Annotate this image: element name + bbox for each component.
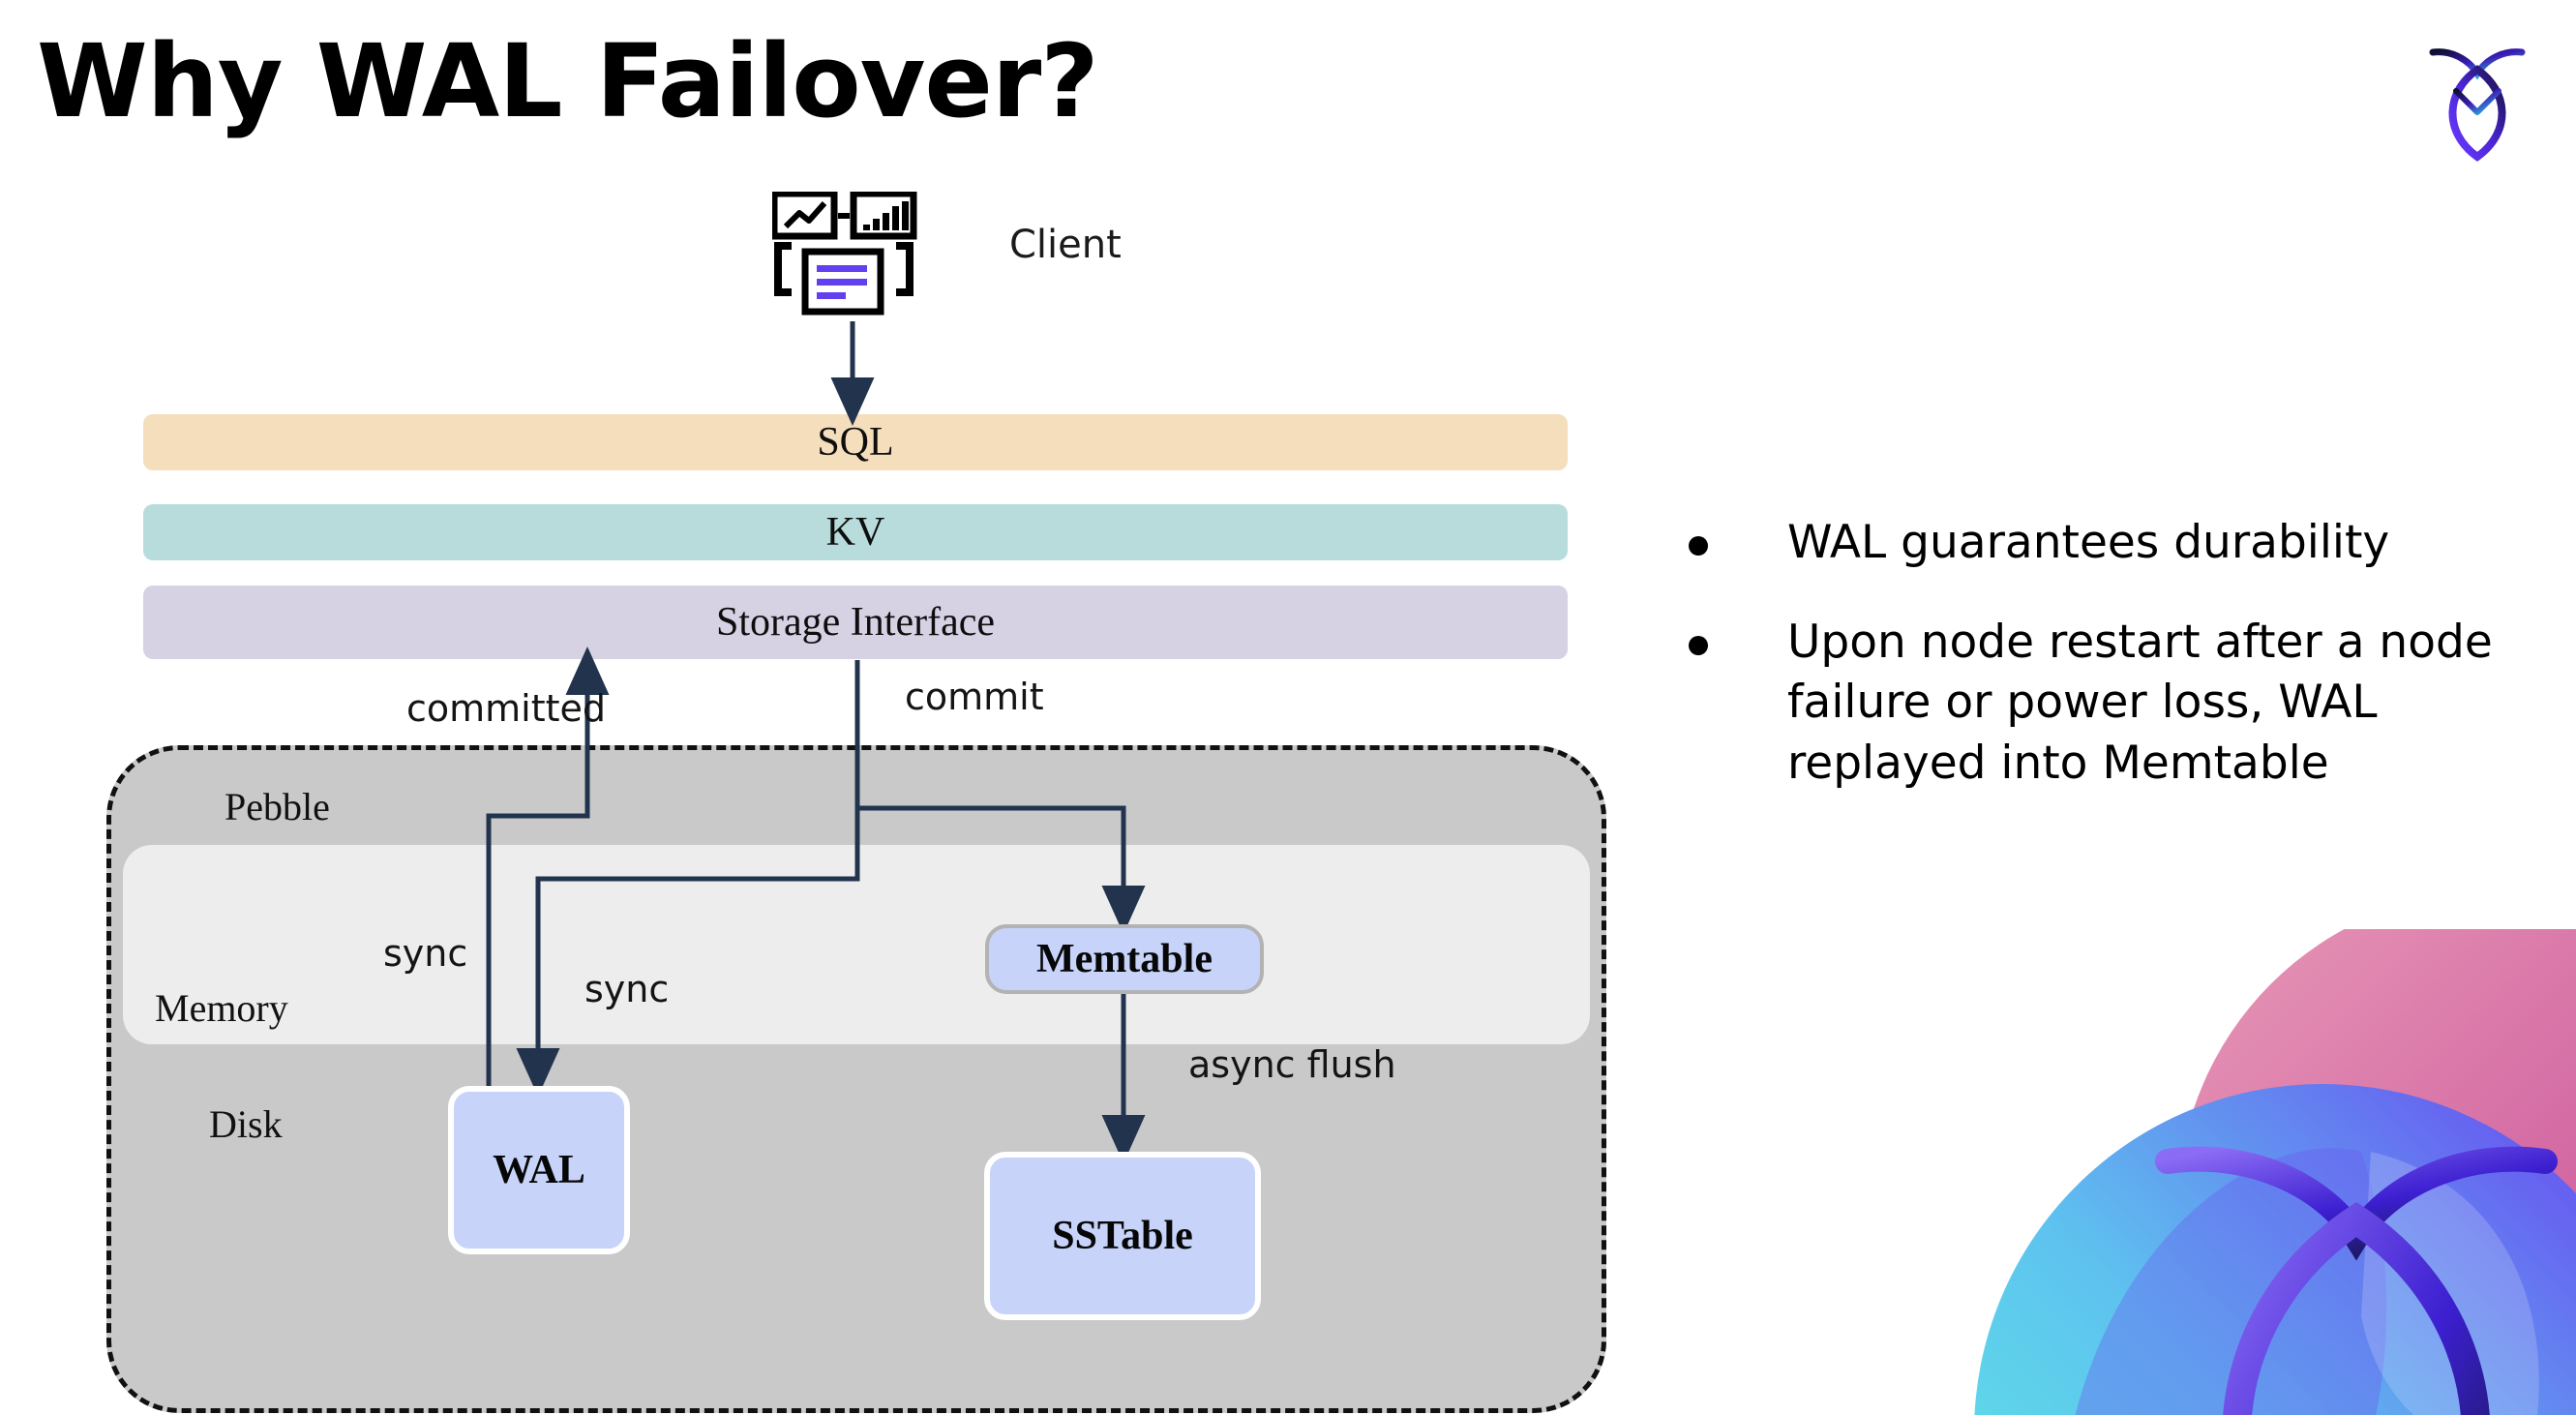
edge-label-sync-1: sync bbox=[383, 932, 468, 975]
node-memtable-label: Memtable bbox=[1036, 937, 1213, 981]
cockroachdb-logo bbox=[2413, 31, 2541, 163]
bullet-dot-icon bbox=[1689, 635, 1708, 655]
edge-label-commit: commit bbox=[905, 676, 1044, 718]
node-sstable: SSTable bbox=[984, 1152, 1261, 1320]
page-title: Why WAL Failover? bbox=[37, 22, 1099, 140]
node-wal: WAL bbox=[448, 1086, 630, 1254]
layer-sql-label: SQL bbox=[817, 420, 894, 465]
bullet-dot-icon bbox=[1689, 536, 1708, 556]
memory-label: Memory bbox=[155, 986, 288, 1030]
list-item: Upon node restart after a node failure o… bbox=[1689, 613, 2540, 795]
pebble-label: Pebble bbox=[225, 785, 330, 828]
edge-label-committed: committed bbox=[406, 687, 607, 730]
memory-region bbox=[123, 845, 1590, 1044]
layer-sql: SQL bbox=[143, 414, 1568, 470]
bullet-text: Upon node restart after a node failure o… bbox=[1787, 615, 2493, 790]
layer-storage-interface: Storage Interface bbox=[143, 586, 1568, 659]
list-item: WAL guarantees durability bbox=[1689, 513, 2540, 574]
client-label: Client bbox=[1009, 223, 1122, 267]
edge-label-async-flush: async flush bbox=[1188, 1043, 1396, 1086]
edge-label-sync-2: sync bbox=[584, 968, 670, 1010]
disk-label: Disk bbox=[209, 1102, 283, 1146]
node-wal-label: WAL bbox=[493, 1148, 585, 1192]
bullet-list: WAL guarantees durability Upon node rest… bbox=[1689, 513, 2540, 832]
node-sstable-label: SSTable bbox=[1052, 1214, 1193, 1258]
client-dashboard-icon bbox=[770, 190, 933, 335]
layer-storage-label: Storage Interface bbox=[716, 600, 995, 645]
bullet-text: WAL guarantees durability bbox=[1787, 516, 2390, 569]
node-memtable: Memtable bbox=[985, 924, 1264, 994]
decorative-logo-artwork bbox=[1955, 929, 2576, 1415]
layer-kv: KV bbox=[143, 504, 1568, 560]
layer-kv-label: KV bbox=[825, 510, 885, 555]
pebble-container bbox=[106, 745, 1606, 1413]
